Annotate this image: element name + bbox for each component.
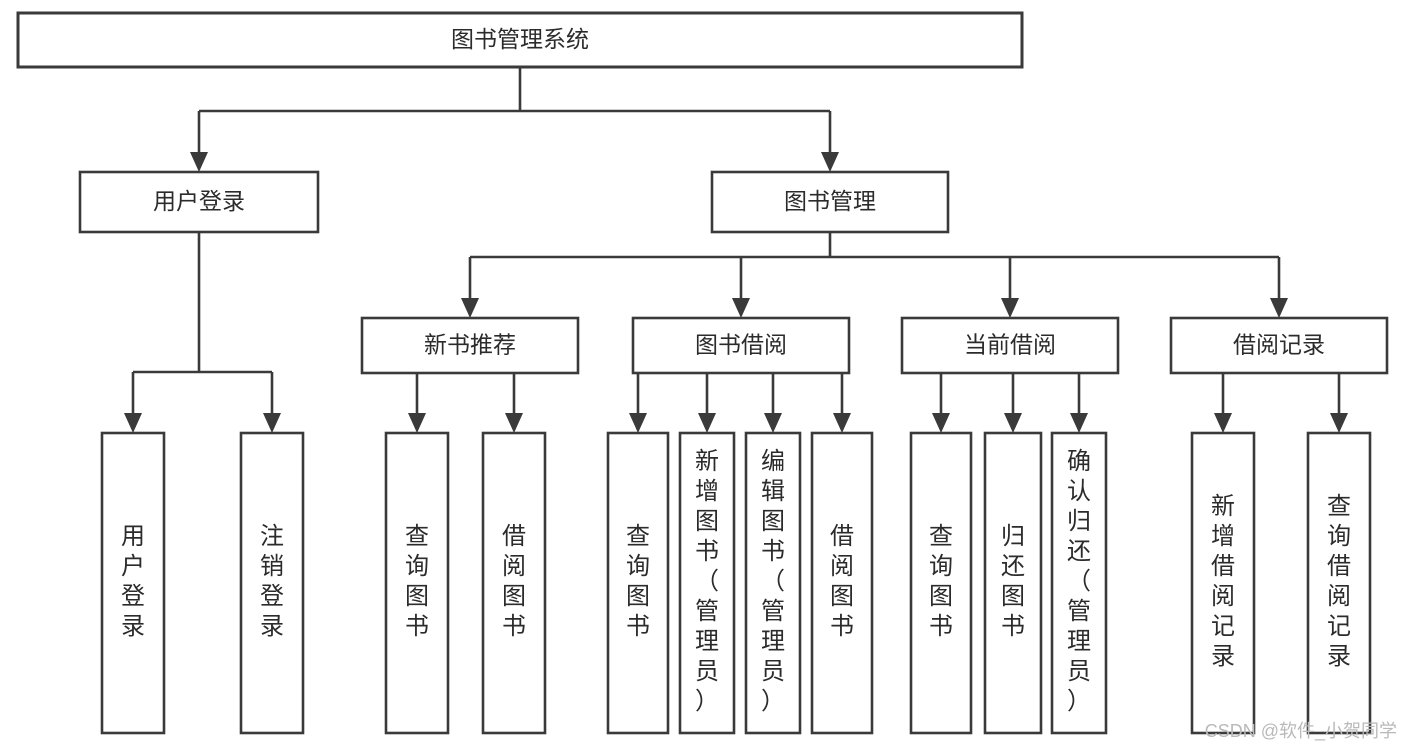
- arrow-head-leaf-add-borrow-record: [1214, 413, 1232, 433]
- arrow-head-leaf-add-book-admin: [698, 413, 716, 433]
- connector-group-current-borrow: [932, 370, 1088, 433]
- arrow-head-leaf-query-borrow-record: [1330, 413, 1348, 433]
- node-label-leaf-return-book: 归还图书: [1001, 523, 1025, 640]
- node-box-new-book-recommend: [360, 316, 580, 375]
- connector-group-root: [190, 67, 839, 172]
- node-box-leaf-confirm-return-admin: [1050, 431, 1108, 735]
- arrow-head-book-borrow: [732, 298, 750, 318]
- node-leaf-confirm-return-admin[interactable]: 确认归还（管理员）: [1050, 431, 1108, 735]
- node-label-leaf-borrow-book-1: 借阅图书: [502, 523, 526, 640]
- node-box-current-borrow: [900, 316, 1120, 375]
- node-label-leaf-query-book-1: 查询图书: [405, 523, 429, 640]
- connector-group-new-book-recommend: [408, 370, 523, 433]
- node-label-leaf-query-book-2: 查询图书: [626, 523, 650, 640]
- node-label-new-book-recommend: 新书推荐: [424, 332, 516, 358]
- node-label-book-borrow: 图书借阅: [695, 332, 787, 358]
- node-box-user-login: [78, 170, 320, 234]
- node-label-leaf-confirm-return-admin: 确认归还（管理员）: [1067, 448, 1091, 715]
- node-box-book-borrow: [631, 316, 851, 375]
- arrow-head-book-management: [821, 152, 839, 172]
- node-label-leaf-query-borrow-record: 查询借阅记录: [1327, 493, 1351, 670]
- connector-group-user-login: [124, 232, 281, 433]
- node-borrow-records[interactable]: 借阅记录: [1169, 316, 1389, 375]
- node-box-leaf-query-book-1: [384, 431, 450, 735]
- node-box-leaf-logout-login: [239, 431, 305, 735]
- node-leaf-logout-login[interactable]: 注销登录: [239, 431, 305, 735]
- connector-layer: [124, 67, 1348, 433]
- node-label-book-management: 图书管理: [784, 188, 876, 214]
- node-leaf-query-book-1[interactable]: 查询图书: [384, 431, 450, 735]
- node-leaf-borrow-book-1[interactable]: 借阅图书: [481, 431, 547, 735]
- arrow-head-leaf-borrow-book-2: [833, 413, 851, 433]
- arrow-head-leaf-user-login: [124, 413, 142, 433]
- connector-group-book-management: [461, 232, 1288, 318]
- node-user-login[interactable]: 用户登录: [78, 170, 320, 234]
- arrow-head-leaf-query-book-2: [629, 413, 647, 433]
- arrow-head-leaf-query-book-3: [932, 413, 950, 433]
- arrow-head-user-login: [190, 152, 208, 172]
- node-label-user-login: 用户登录: [153, 188, 245, 214]
- node-box-leaf-user-login: [100, 431, 166, 735]
- node-box-borrow-records: [1169, 316, 1389, 375]
- node-current-borrow[interactable]: 当前借阅: [900, 316, 1120, 375]
- arrow-head-leaf-logout-login: [263, 413, 281, 433]
- node-leaf-borrow-book-2[interactable]: 借阅图书: [810, 431, 874, 735]
- node-leaf-query-borrow-record[interactable]: 查询借阅记录: [1306, 431, 1372, 735]
- node-root[interactable]: 图书管理系统: [16, 11, 1024, 69]
- node-leaf-return-book[interactable]: 归还图书: [983, 431, 1043, 735]
- node-label-leaf-edit-book-admin: 编辑图书（管理员）: [761, 448, 785, 715]
- node-box-leaf-borrow-book-1: [481, 431, 547, 735]
- arrow-head-leaf-query-book-1: [408, 413, 426, 433]
- node-leaf-user-login[interactable]: 用户登录: [100, 431, 166, 735]
- node-leaf-query-book-2[interactable]: 查询图书: [606, 431, 670, 735]
- node-layer: 图书管理系统用户登录图书管理新书推荐图书借阅当前借阅借阅记录用户登录注销登录查询…: [16, 11, 1389, 735]
- arrow-head-borrow-records: [1270, 298, 1288, 318]
- node-box-book-management: [710, 170, 950, 234]
- node-label-leaf-borrow-book-2: 借阅图书: [830, 523, 854, 640]
- node-book-borrow[interactable]: 图书借阅: [631, 316, 851, 375]
- node-box-leaf-add-borrow-record: [1190, 431, 1256, 735]
- arrow-head-leaf-return-book: [1004, 413, 1022, 433]
- node-box-leaf-query-book-3: [909, 431, 973, 735]
- node-leaf-add-borrow-record[interactable]: 新增借阅记录: [1190, 431, 1256, 735]
- node-label-leaf-logout-login: 注销登录: [260, 523, 284, 640]
- node-box-leaf-edit-book-admin: [744, 431, 802, 735]
- node-label-leaf-query-book-3: 查询图书: [929, 523, 953, 640]
- node-box-leaf-return-book: [983, 431, 1043, 735]
- node-box-leaf-query-borrow-record: [1306, 431, 1372, 735]
- arrow-head-leaf-confirm-return-admin: [1070, 413, 1088, 433]
- arrow-head-new-book-recommend: [461, 298, 479, 318]
- node-new-book-recommend[interactable]: 新书推荐: [360, 316, 580, 375]
- node-box-leaf-query-book-2: [606, 431, 670, 735]
- node-label-leaf-user-login: 用户登录: [121, 523, 145, 640]
- arrow-head-leaf-edit-book-admin: [764, 413, 782, 433]
- node-label-current-borrow: 当前借阅: [964, 332, 1056, 358]
- connector-group-book-borrow: [629, 370, 851, 433]
- connector-group-borrow-records: [1214, 370, 1348, 433]
- node-box-root: [16, 11, 1024, 69]
- arrow-head-current-borrow: [1001, 298, 1019, 318]
- node-label-root: 图书管理系统: [451, 26, 589, 52]
- arrow-head-leaf-borrow-book-1: [505, 413, 523, 433]
- node-box-leaf-add-book-admin: [678, 431, 736, 735]
- node-box-leaf-borrow-book-2: [810, 431, 874, 735]
- node-label-leaf-add-book-admin: 新增图书（管理员）: [695, 448, 719, 715]
- node-book-management[interactable]: 图书管理: [710, 170, 950, 234]
- node-label-leaf-add-borrow-record: 新增借阅记录: [1211, 493, 1235, 670]
- node-leaf-edit-book-admin[interactable]: 编辑图书（管理员）: [744, 431, 802, 735]
- node-leaf-query-book-3[interactable]: 查询图书: [909, 431, 973, 735]
- node-leaf-add-book-admin[interactable]: 新增图书（管理员）: [678, 431, 736, 735]
- node-label-borrow-records: 借阅记录: [1233, 332, 1325, 358]
